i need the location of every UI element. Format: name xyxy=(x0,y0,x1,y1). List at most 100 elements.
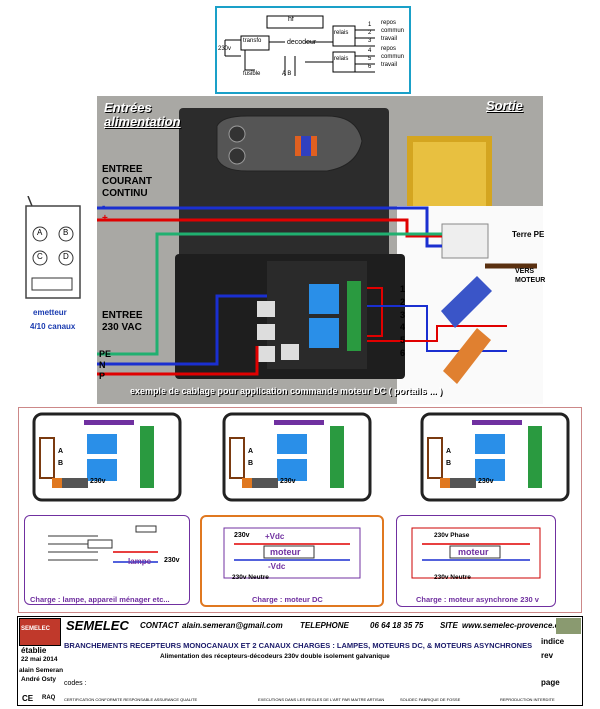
panel-3-receiver xyxy=(420,412,570,502)
footer-raq: RAQ xyxy=(42,695,56,701)
panel-2-moteur: moteur xyxy=(270,547,301,557)
panel-2-230v: 230v xyxy=(280,478,296,485)
remote-button-b: B xyxy=(63,228,69,237)
semelec-logo-text: SEMELEC xyxy=(21,626,51,632)
panel-3-charge-drawing xyxy=(411,527,541,579)
panels-frame xyxy=(18,407,582,613)
remote-button-c: C xyxy=(37,252,43,261)
photo-label-entree-ac-2: 230 VAC xyxy=(102,322,142,333)
photo-label-sortie: Sortie xyxy=(486,98,523,113)
photo-output-4: 4 xyxy=(400,322,406,332)
photo-label-alimentation: alimentation xyxy=(104,114,181,129)
panel-2-charge-box xyxy=(200,515,384,607)
photo-output-5: 5 xyxy=(400,335,406,345)
footer-rev: rev xyxy=(541,651,554,660)
panel-2-charge-caption: Charge : moteur DC xyxy=(252,595,323,604)
schematic-terminal-6: 6 xyxy=(368,64,372,70)
footer-brand: SEMELEC xyxy=(66,618,129,633)
wiring-photo-drawing xyxy=(97,108,543,404)
photo-label-entree-dc-2: COURANT xyxy=(102,176,152,187)
footer-ce: CE xyxy=(22,694,34,703)
photo-output-2: 2 xyxy=(400,297,406,307)
photo-label-entree-dc-3: CONTINU xyxy=(102,188,148,199)
footer-telephone: 06 64 18 35 75 xyxy=(370,621,424,630)
panel-3-neutre: 230v Neutre xyxy=(434,574,471,581)
panel-3-moteur: moteur xyxy=(458,547,489,557)
photo-label-pe: PE xyxy=(99,349,112,359)
footer-telephone-label: TELEPHONE xyxy=(300,621,349,630)
panel-1-a: A xyxy=(58,448,64,455)
photo-label-p: P xyxy=(99,371,106,381)
footer-site: www.semelec-provence.com xyxy=(462,621,572,630)
remote-label-2: 4/10 canaux xyxy=(30,322,76,331)
schematic-terminal-1: 1 xyxy=(368,22,372,28)
title-block xyxy=(17,616,583,706)
footer-codes-label: codes : xyxy=(64,680,87,687)
footer-email: alain.semeran@gmail.com xyxy=(182,621,283,630)
panel-2-230v-b: 230v xyxy=(234,532,250,539)
footer-indice: indice xyxy=(541,637,565,646)
photo-label-minus: - xyxy=(102,201,106,212)
photo-label-entrees: Entrées xyxy=(104,100,152,115)
panel-1-charge-box xyxy=(24,515,190,605)
panel-3-phase: 230v Phase xyxy=(434,532,470,539)
schematic-230v: 230v xyxy=(218,46,232,52)
photo-label-terre-pe: Terre PE xyxy=(512,230,545,239)
footer-date: 22 mai 2014 xyxy=(21,656,58,663)
panel-3-charge-caption: Charge : moteur asynchrone 230 v xyxy=(416,595,539,604)
panel-2-a: A xyxy=(248,448,254,455)
footer-page: page xyxy=(541,678,560,687)
schematic-relais-2: relais xyxy=(334,56,349,62)
panel-1-charge-caption: Charge : lampe, appareil ménager etc... xyxy=(30,595,170,604)
photo-label-plus: + xyxy=(102,213,108,224)
schematic-terminal-4: 4 xyxy=(368,48,372,54)
panel-1-230v-b: 230v xyxy=(164,557,180,564)
schematic-fusible: fusible xyxy=(243,71,261,77)
schematic-terminal-2: 2 xyxy=(368,30,372,36)
semelec-logo xyxy=(19,618,61,646)
footer-subtitle: Alimentation des récepteurs-décodeurs 23… xyxy=(160,653,390,660)
panel-1-230v: 230v xyxy=(90,478,106,485)
schematic-terminal-5: 5 xyxy=(368,56,372,62)
panel-1-lampe: lampe xyxy=(128,557,152,566)
schematic-relais-1: relais xyxy=(334,30,349,36)
panel-1-b: B xyxy=(58,460,64,467)
schematic-travail-2: travail xyxy=(381,62,398,68)
schematic-hf: hf xyxy=(288,16,294,23)
photo-output-6: 6 xyxy=(400,348,406,358)
panel-1-receiver xyxy=(32,412,182,502)
footer-site-label: SITE xyxy=(440,621,458,630)
footer-bottom-3: SOLIDEC FABRIQUE DE FOSSE xyxy=(400,697,461,702)
schematic-decodeur: decodeur xyxy=(287,39,317,46)
panel-2-vdc-plus: +Vdc xyxy=(265,532,285,541)
footer-author-1: alain Semeran xyxy=(19,667,64,674)
panel-3-a: A xyxy=(446,448,452,455)
remote-button-d: D xyxy=(63,252,69,261)
footer-bottom-2: EXECUTIONS DANS LES REGLES DE L'ART PAR … xyxy=(258,697,385,702)
photo-output-3: 3 xyxy=(400,310,406,320)
schematic-ab: A B xyxy=(282,71,292,77)
panel-2-b: B xyxy=(248,460,254,467)
photo-label-moteur: MOTEUR xyxy=(515,277,546,284)
panel-2-230v-neutre: 230v Neutre xyxy=(232,574,269,581)
photo-label-vers: VERS xyxy=(515,268,535,275)
panel-2-vdc-minus: -Vdc xyxy=(268,562,286,571)
schematic-terminal-3: 3 xyxy=(368,38,372,44)
schematic-repos-2: repos xyxy=(381,46,397,52)
panel-3-charge-box xyxy=(396,515,556,607)
photo-label-entree-ac-1: ENTREE xyxy=(102,310,143,321)
schematic-commun-2: commun xyxy=(381,54,405,60)
schematic-travail-1: travail xyxy=(381,36,398,42)
photo-caption: exemple de cablage pour application comm… xyxy=(130,386,443,396)
footer-title: BRANCHEMENTS RECEPTEURS MONOCANAUX ET 2 … xyxy=(64,641,533,650)
photo-label-entree-dc-1: ENTREE xyxy=(102,164,143,175)
schematic-repos-1: repos xyxy=(381,20,397,26)
remote-label-1: emetteur xyxy=(33,308,67,317)
panel-3-b: B xyxy=(446,460,452,467)
photo-output-1: 1 xyxy=(400,284,406,294)
remote-button-a: A xyxy=(37,228,43,237)
panel-2-charge-drawing xyxy=(223,527,361,579)
panel-1-charge-drawing xyxy=(48,525,158,563)
photo-label-n: N xyxy=(99,360,106,370)
schematic-commun-1: commun xyxy=(381,28,405,34)
